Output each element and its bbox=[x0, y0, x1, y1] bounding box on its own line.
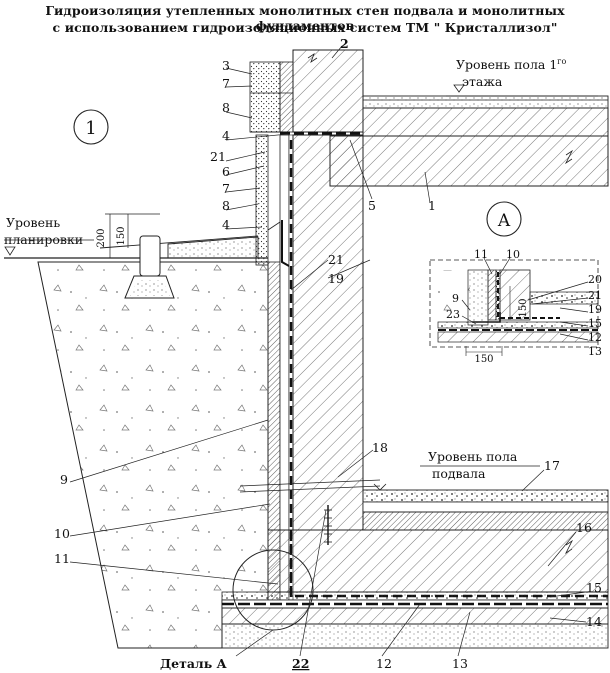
callout-6: 6 bbox=[222, 164, 230, 179]
level-floor1-label: Уровень пола 1го bbox=[456, 57, 566, 72]
dim-200: 200 bbox=[96, 228, 107, 247]
drain-pipe bbox=[139, 235, 161, 277]
title-line-2: с использованием гидроизоляционных систе… bbox=[52, 20, 558, 35]
callout-18: 18 bbox=[372, 440, 388, 455]
level-grade-label: Уровень bbox=[6, 215, 60, 230]
callout-8-lower: 8 bbox=[222, 198, 230, 213]
detail-callout-20: 20 bbox=[588, 273, 602, 286]
detail-dim-height: 150 bbox=[518, 298, 529, 317]
section-marker: 1 bbox=[85, 118, 96, 139]
detail-dim-width: 150 bbox=[474, 354, 493, 365]
callout-14: 14 bbox=[586, 614, 602, 629]
callout-21-upper: 21 bbox=[210, 149, 226, 164]
detail-marker: A bbox=[497, 211, 511, 231]
callout-8-upper: 8 bbox=[222, 100, 230, 115]
level-grade-sublabel: планировки bbox=[4, 232, 83, 247]
detail-callout-13: 13 bbox=[588, 345, 602, 358]
callout-12: 12 bbox=[376, 656, 392, 671]
detail-marker-circle bbox=[486, 201, 522, 237]
detail-callout-9: 9 bbox=[452, 292, 459, 305]
callout-16: 16 bbox=[576, 520, 592, 535]
first-floor-slab bbox=[362, 107, 609, 137]
level-floor1-sublabel: этажа bbox=[462, 74, 503, 89]
callout-3: 3 bbox=[222, 58, 230, 73]
first-floor-finish bbox=[362, 95, 609, 109]
upper-wall bbox=[292, 49, 364, 133]
section-marker-circle bbox=[73, 109, 109, 145]
detail-callout-10: 10 bbox=[506, 248, 520, 261]
callout-4-lower: 4 bbox=[222, 217, 230, 232]
dim-150: 150 bbox=[116, 226, 127, 245]
callout-7-lower: 7 bbox=[222, 181, 230, 196]
callout-21-lower: 21 bbox=[328, 252, 344, 267]
detail-callout-21: 21 bbox=[588, 289, 602, 302]
upper-wall-insulation bbox=[249, 61, 281, 133]
title-line-1: Гидроизоляция утепленных монолитных стен… bbox=[45, 3, 565, 33]
callout-10: 10 bbox=[54, 526, 70, 541]
callout-5: 5 bbox=[368, 198, 376, 213]
level-basement-sublabel: подвала bbox=[432, 466, 486, 481]
basement-floor-finish bbox=[362, 489, 609, 503]
callout-11: 11 bbox=[54, 551, 70, 566]
detail-callout-12: 12 bbox=[588, 331, 602, 344]
callout-2: 2 bbox=[340, 36, 349, 51]
callout-9: 9 bbox=[60, 472, 68, 487]
foundation-slab bbox=[267, 529, 609, 593]
floor-beam bbox=[329, 135, 609, 187]
detail-callout-15: 15 bbox=[588, 317, 602, 330]
callout-22: 22 bbox=[292, 656, 309, 671]
detail-callout-19: 19 bbox=[588, 303, 602, 316]
detail-callout-11: 11 bbox=[474, 248, 488, 261]
blind-area bbox=[167, 236, 259, 259]
callout-17: 17 bbox=[544, 458, 560, 473]
callout-1: 1 bbox=[428, 198, 436, 213]
detail-callout-23: 23 bbox=[446, 308, 460, 321]
gravel-bed bbox=[221, 623, 609, 649]
callout-7-upper: 7 bbox=[222, 76, 230, 91]
callout-15: 15 bbox=[586, 580, 602, 595]
callout-4-upper: 4 bbox=[222, 128, 230, 143]
upper-insulation bbox=[255, 134, 269, 266]
callout-13: 13 bbox=[452, 656, 468, 671]
detail-a-caption: Деталь А bbox=[160, 656, 228, 671]
callout-19: 19 bbox=[328, 271, 344, 286]
basement-wall bbox=[292, 134, 364, 531]
level-basement-label: Уровень пола bbox=[428, 449, 518, 464]
